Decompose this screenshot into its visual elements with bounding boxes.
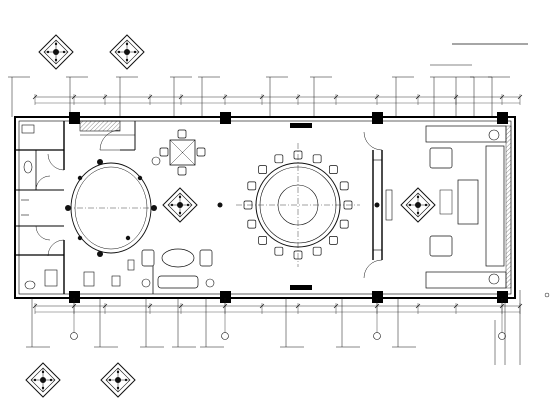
column-block-icon <box>69 291 80 303</box>
sofa-set <box>141 248 215 289</box>
top-dimension-line <box>32 94 523 105</box>
right-leaders <box>494 290 550 365</box>
partition-wall <box>363 131 393 279</box>
dining-chair <box>312 246 322 256</box>
bottom-callout <box>200 298 224 348</box>
bottom-callout <box>392 298 416 348</box>
ceiling-ornament-icon <box>100 362 136 398</box>
bottom-callout <box>172 298 196 348</box>
lounge-oval-ceiling <box>65 159 157 257</box>
ceiling-ornament-icon <box>38 34 74 70</box>
tea-table <box>151 129 206 176</box>
left-service-rooms <box>15 121 65 294</box>
dining-chair <box>247 219 257 229</box>
bottom-fixtures <box>83 259 135 287</box>
structural-columns <box>69 112 508 303</box>
bottom-callout <box>336 298 360 348</box>
dining-chair <box>274 154 284 164</box>
ceiling-ornament-icon <box>109 34 145 70</box>
column-block-icon <box>220 291 231 303</box>
top-callout <box>8 76 30 117</box>
dining-chair <box>247 181 257 191</box>
grid-axis-markers <box>70 298 506 340</box>
dining-chair <box>339 181 349 191</box>
dining-chair <box>329 236 338 245</box>
dining-chair <box>258 165 267 174</box>
bottom-dimension-line <box>32 303 523 314</box>
dining-wall-features <box>217 123 380 290</box>
bottom-callouts <box>26 298 416 348</box>
bottom-callout <box>26 298 50 348</box>
dining-chair <box>258 236 267 245</box>
column-block-icon <box>220 112 231 124</box>
column-block-icon <box>372 112 383 124</box>
dining-chair <box>312 154 322 164</box>
dining-chair <box>339 219 349 229</box>
bottom-callout <box>280 298 304 348</box>
ceiling-ornament-icon <box>400 187 436 223</box>
bottom-callout <box>94 298 118 348</box>
column-block-icon <box>69 112 80 124</box>
pantry-cabinet <box>79 120 136 151</box>
column-block-icon <box>497 112 508 124</box>
column-block-icon <box>497 291 508 303</box>
dining-chair <box>329 165 338 174</box>
column-block-icon <box>372 291 383 303</box>
ceiling-ornament-icon <box>162 187 198 223</box>
ceiling-ornament-icon <box>25 362 61 398</box>
side-lounge-furniture <box>425 125 512 289</box>
drawing-title <box>430 43 528 66</box>
dining-chair <box>274 246 284 256</box>
bottom-callout <box>140 298 164 348</box>
